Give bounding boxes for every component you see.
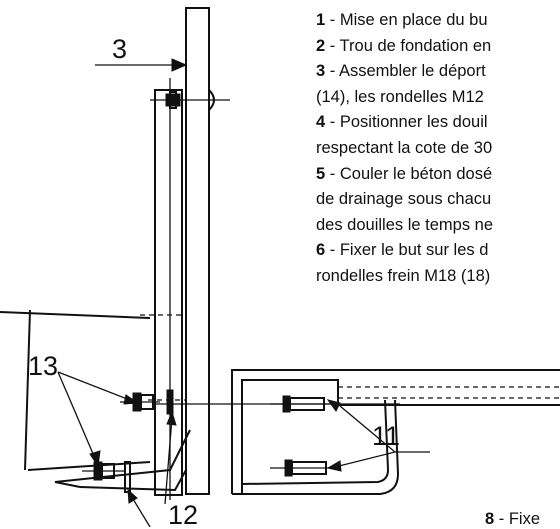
instruction-line: 3 - Assembler le déport: [316, 59, 560, 85]
step-text: - Assembler le déport: [325, 62, 486, 81]
instruction-line: respectant la cote de 30: [316, 136, 560, 162]
step-text: (14), les rondelles M12: [316, 87, 484, 106]
step-text: - Trou de fondation en: [325, 36, 492, 55]
instruction-line: 1 - Mise en place du bu: [316, 8, 560, 34]
instruction-line: rondelles frein M18 (18): [316, 264, 560, 290]
long-screws: [270, 395, 340, 477]
instruction-line: de drainage sous chacu: [316, 187, 560, 213]
step-text: respectant la cote de 30: [316, 138, 493, 157]
instruction-line: 2 - Trou de fondation en: [316, 34, 560, 60]
step-text: de drainage sous chacu: [316, 190, 492, 209]
instruction-line: 4 - Positionner les douil: [316, 110, 560, 136]
instruction-line: 5 - Couler le béton dosé: [316, 162, 560, 188]
offset-bracket: [231, 369, 560, 495]
step-text: des douilles le temps ne: [316, 215, 494, 234]
step-number: 2: [316, 36, 326, 55]
assembly-instructions: 1 - Mise en place du bu 2 - Trou de fond…: [316, 8, 560, 290]
step-text: - Couler le béton dosé: [325, 164, 493, 183]
step-text: - Positionner les douil: [325, 113, 488, 132]
step-number: 1: [316, 11, 326, 29]
step-text: - Mise en place du bu: [325, 11, 488, 29]
step-text: rondelles frein M18 (18): [316, 266, 491, 285]
callout-13: 13: [28, 351, 58, 381]
callout-11: 11: [372, 421, 400, 451]
step-number: 3: [316, 62, 326, 81]
foot-bolts: [82, 392, 160, 481]
top-bolt: [150, 89, 230, 111]
angled-bracket: [0, 89, 186, 496]
washers: [124, 389, 174, 493]
callout-3: 3: [112, 34, 127, 64]
step-number: 8: [485, 510, 495, 528]
callout-12: 12: [168, 500, 198, 527]
leader-lines: [57, 58, 430, 527]
step-number: 4: [316, 113, 326, 132]
footer-step: 8 - Fixe: [485, 510, 540, 529]
instruction-line: (14), les rondelles M12: [316, 85, 560, 111]
instruction-line: 6 - Fixer le but sur les d: [316, 238, 560, 264]
instruction-line: des douilles le temps ne: [316, 213, 560, 239]
step-text: - Fixer le but sur les d: [325, 241, 489, 260]
step-number: 5: [316, 164, 326, 183]
step-text: - Fixe: [494, 510, 541, 528]
vertical-post: [169, 7, 210, 500]
base-foot: [54, 429, 191, 492]
step-number: 6: [316, 241, 326, 260]
